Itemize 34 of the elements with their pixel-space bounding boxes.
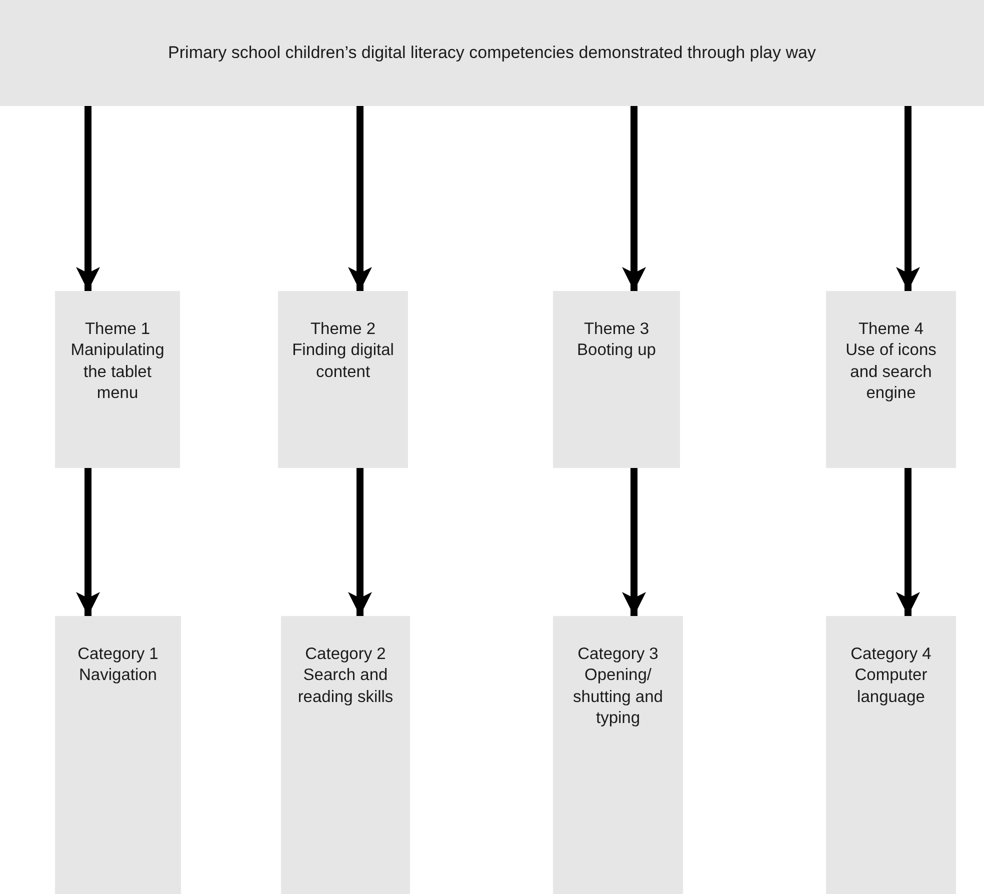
arrow xyxy=(348,468,372,616)
box-heading: Theme 3 xyxy=(584,319,650,340)
box-text: Use of icons and search engine xyxy=(844,340,938,404)
process-box xyxy=(826,616,956,894)
box-text: Computer language xyxy=(854,665,928,708)
process-box xyxy=(281,616,410,894)
arrow xyxy=(348,106,372,291)
arrow xyxy=(896,468,920,616)
process-box xyxy=(55,616,181,894)
box-heading: Theme 2 xyxy=(310,319,376,340)
box-heading: Category 4 xyxy=(850,644,932,665)
box-text: Booting up xyxy=(577,340,656,362)
box-heading: Category 3 xyxy=(578,644,658,665)
box-heading: Category 1 xyxy=(78,644,158,665)
header-box xyxy=(0,0,984,106)
process-box xyxy=(553,291,680,468)
arrow xyxy=(622,468,646,616)
arrow xyxy=(896,106,920,291)
arrow xyxy=(76,106,100,291)
box-heading: Theme 1 xyxy=(84,319,150,340)
box-text: Search and reading skills xyxy=(296,665,394,708)
box-text: Finding digital content xyxy=(291,340,395,383)
arrow xyxy=(622,106,646,291)
box-heading: Theme 4 xyxy=(858,319,924,340)
box-text: Navigation xyxy=(79,665,157,686)
arrow xyxy=(76,468,100,616)
process-box xyxy=(553,616,683,894)
box-text: Manipulating the tablet menu xyxy=(70,340,166,404)
process-box xyxy=(826,291,956,468)
process-box xyxy=(278,291,408,468)
process-box xyxy=(55,291,180,468)
box-heading: Category 2 xyxy=(305,644,386,665)
box-text: Primary school children’s digital literacy competencies demonstrated through play way xyxy=(168,42,816,64)
box-text: Opening/ shutting and typing xyxy=(572,665,664,730)
